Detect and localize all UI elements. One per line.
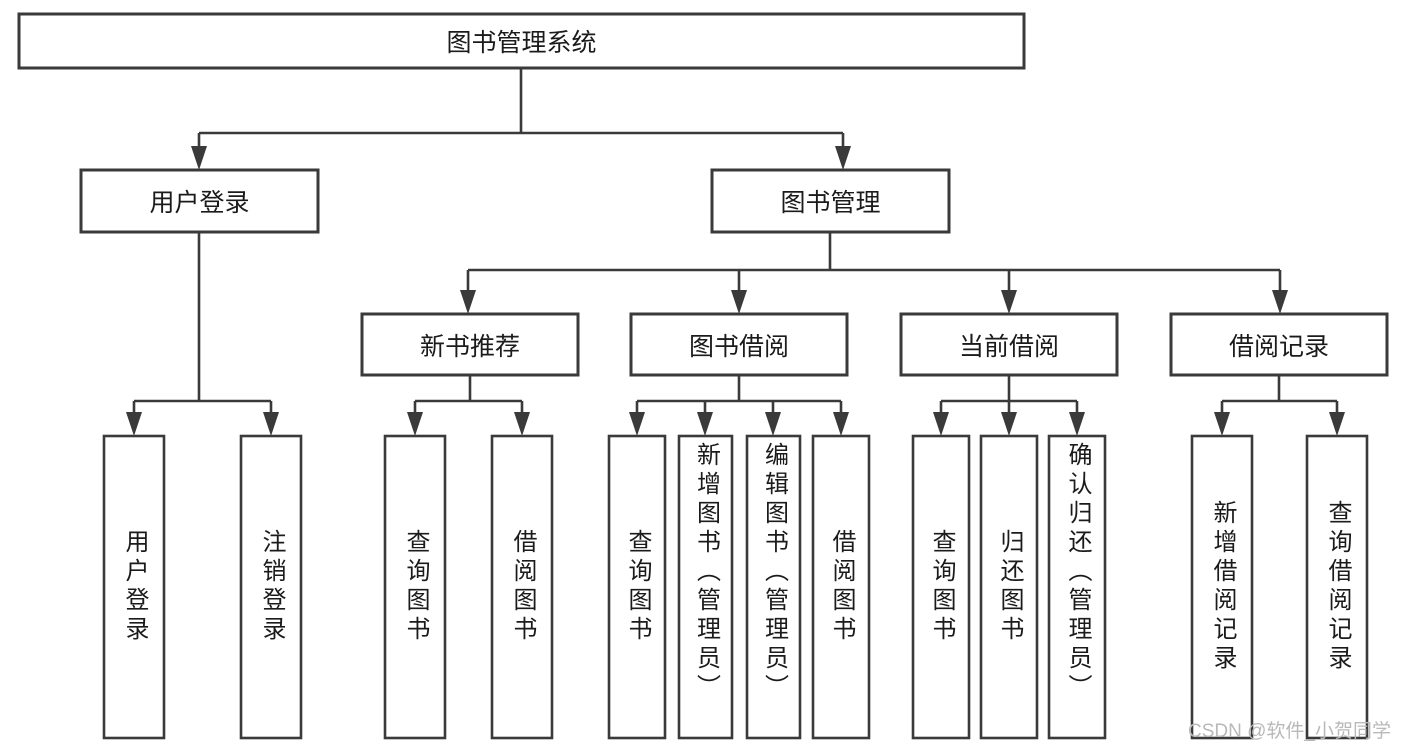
- connectors-root-to-level2: [191, 68, 851, 170]
- leaf-user-logout[interactable]: [239, 434, 303, 740]
- connectors-bookmgmt-to-level3: [460, 232, 1288, 314]
- leaf-borrow-add-book-admin[interactable]: [677, 434, 734, 740]
- leaf-current-confirm-return-admin[interactable]: [1047, 434, 1107, 740]
- node-root-system[interactable]: [17, 12, 1026, 70]
- node-book-management[interactable]: [710, 168, 951, 234]
- leaf-borrow-borrow-book[interactable]: [811, 434, 871, 740]
- connectors-bookborrow-to-leaves: [629, 375, 849, 436]
- connectors-currentborrow-to-leaves: [933, 375, 1085, 436]
- connectors-userlogin-to-leaves: [126, 232, 279, 436]
- leaf-borrow-edit-book-admin[interactable]: [745, 434, 802, 740]
- node-borrow-record[interactable]: [1169, 312, 1389, 377]
- node-user-login[interactable]: [79, 168, 320, 234]
- leaf-record-add-record[interactable]: [1190, 434, 1254, 740]
- leaf-newbook-search-book[interactable]: [383, 434, 447, 740]
- node-book-borrow[interactable]: [629, 312, 849, 377]
- leaf-current-return-book[interactable]: [979, 434, 1039, 740]
- node-new-book-recommend[interactable]: [360, 312, 580, 377]
- leaf-newbook-borrow-book[interactable]: [490, 434, 554, 740]
- leaf-user-login-query[interactable]: [102, 434, 166, 740]
- node-current-borrow[interactable]: [899, 312, 1119, 377]
- leaf-current-search-book[interactable]: [911, 434, 971, 740]
- connectors-borrowrecord-to-leaves: [1214, 375, 1345, 436]
- leaf-record-search-record[interactable]: [1305, 434, 1369, 740]
- connectors-newbook-to-leaves: [407, 375, 530, 436]
- leaf-borrow-search-book[interactable]: [607, 434, 667, 740]
